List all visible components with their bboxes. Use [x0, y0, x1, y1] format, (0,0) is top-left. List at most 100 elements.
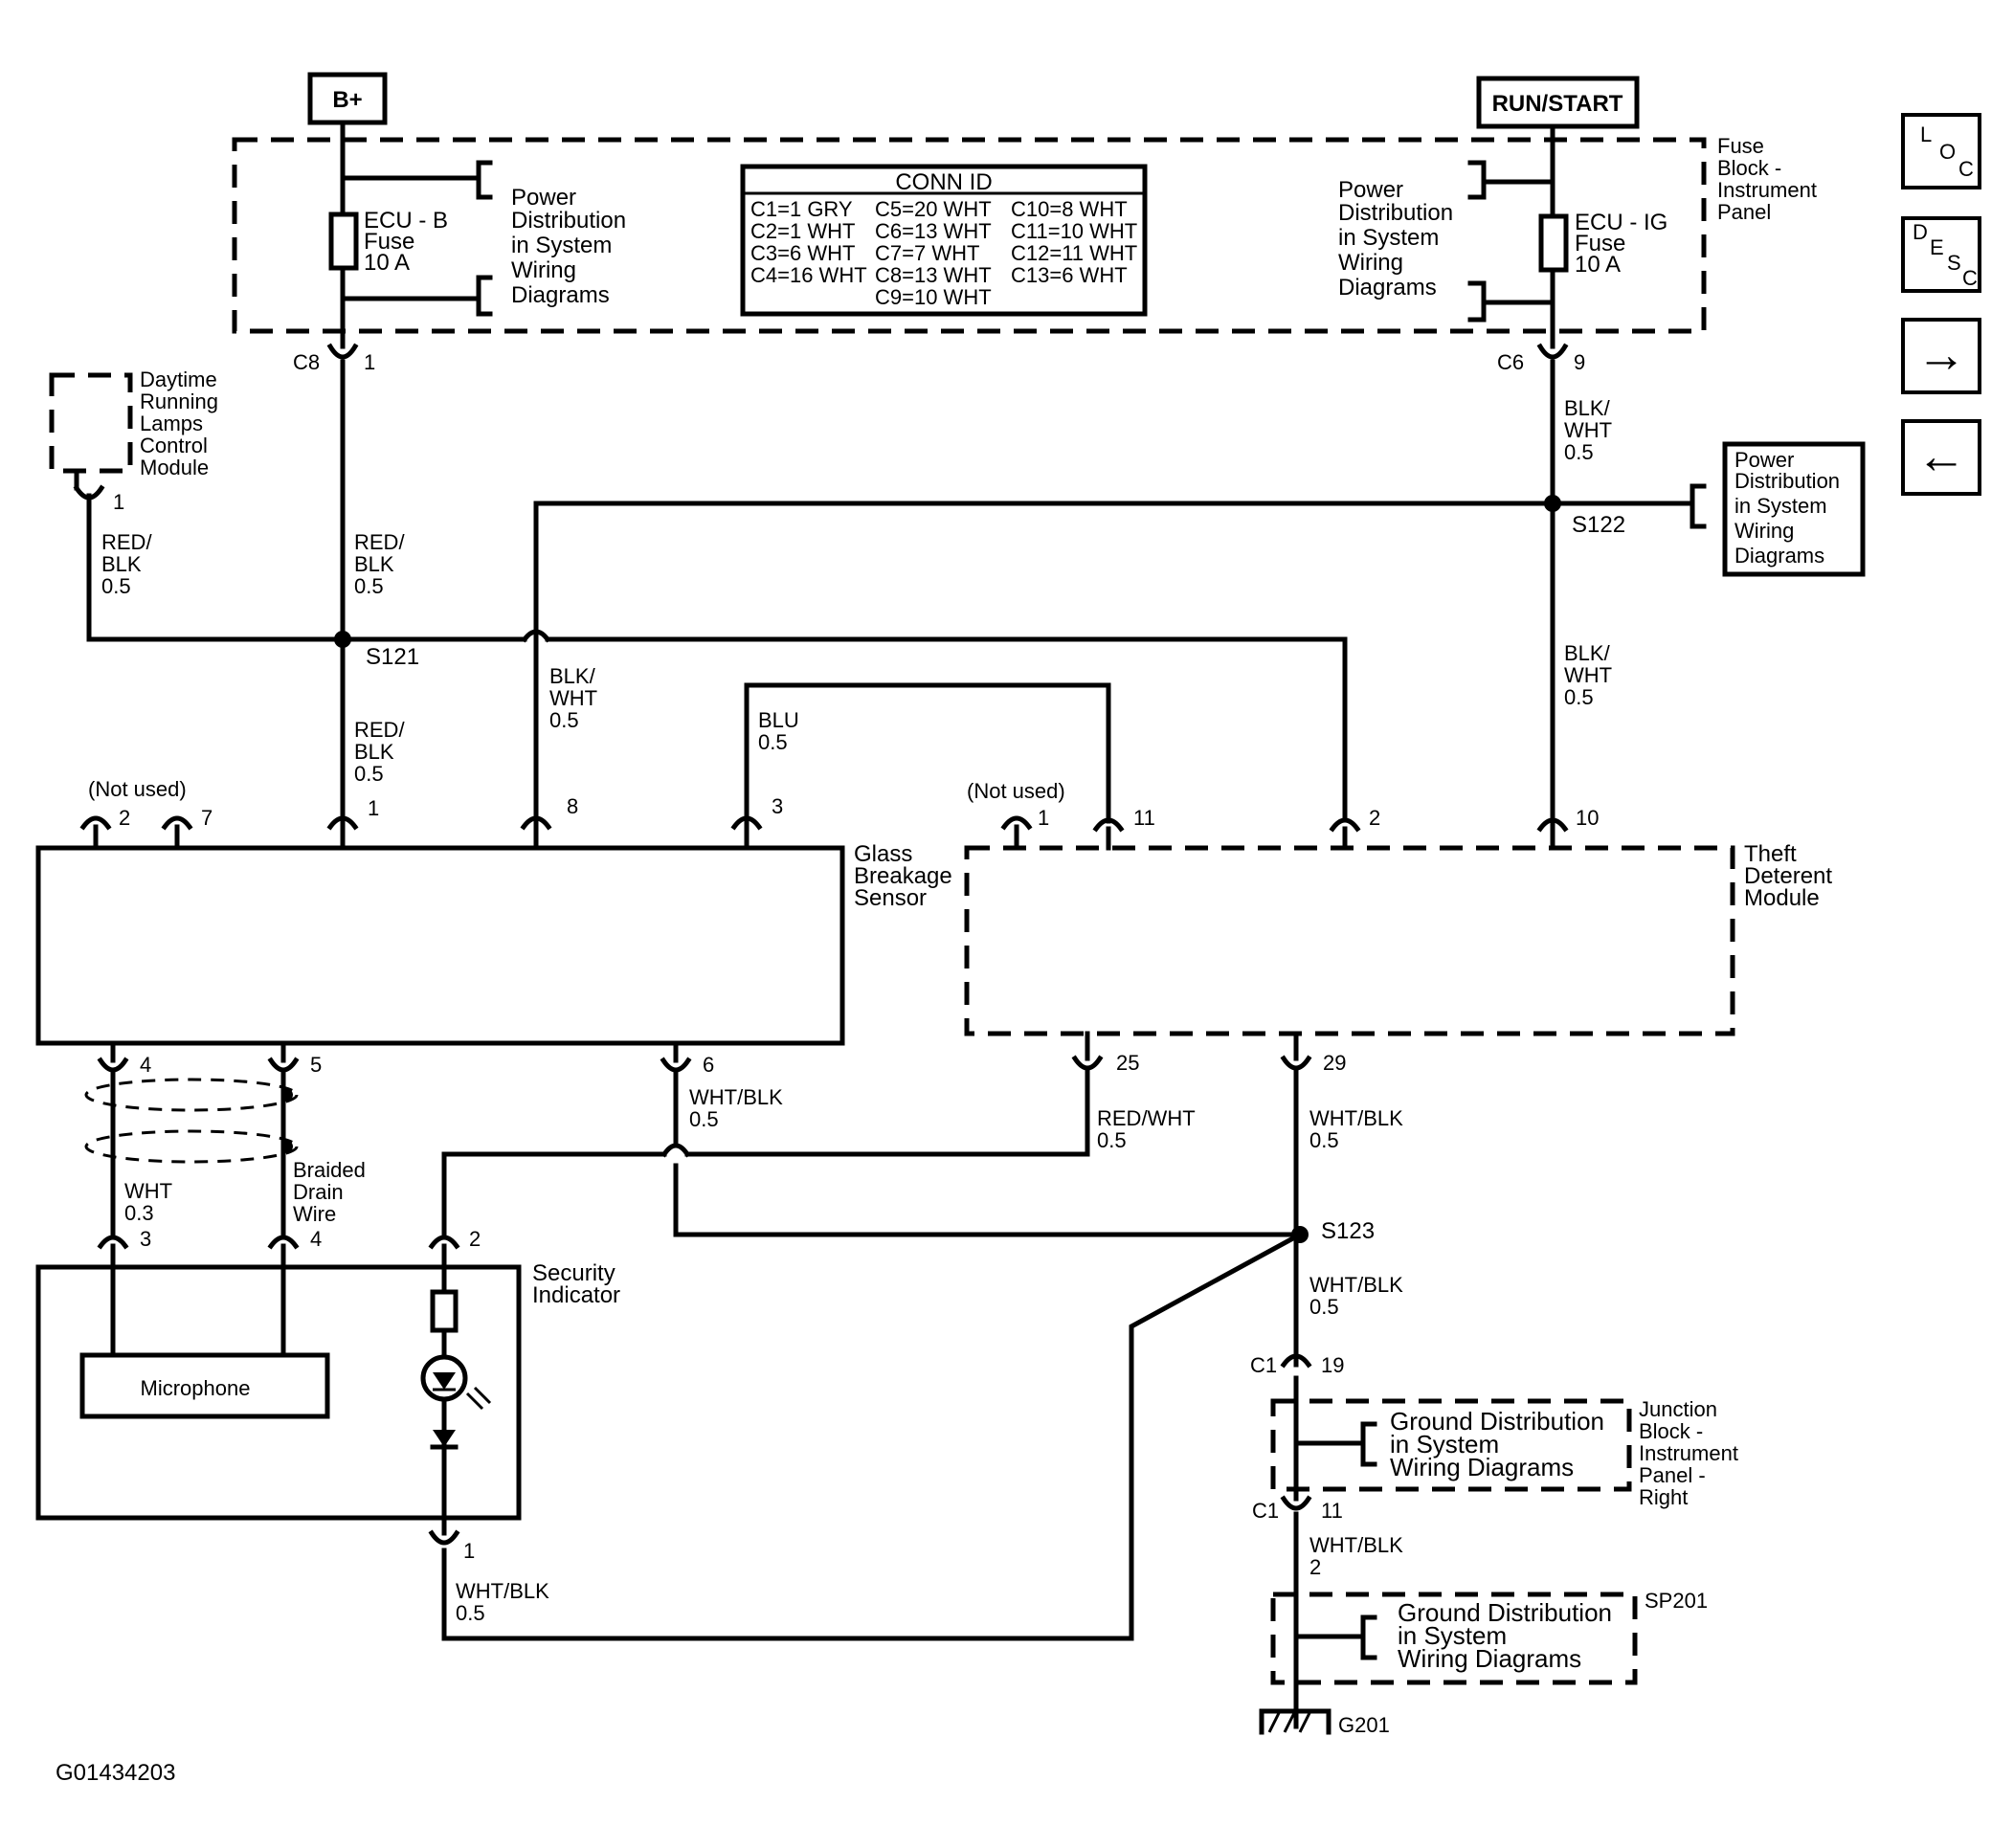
- security-indicator-label: Security Indicator: [532, 1260, 621, 1308]
- tdm-top-pins: [1000, 815, 1569, 851]
- c8-label: C8: [293, 350, 320, 374]
- sp201-enclosure: [1270, 1592, 1638, 1685]
- tdm-pin-11: 11: [1133, 806, 1155, 830]
- power-dist-ref-box-label: Power Distribution in System Wiring Diag…: [1734, 448, 1846, 568]
- tdm-pin-10: 10: [1576, 806, 1599, 830]
- power-dist-ref-box: [1722, 441, 1866, 577]
- wire-label-tdm-pin10: BLK/ WHT 0.5: [1564, 641, 1618, 709]
- tdm-pin-2: 2: [1369, 806, 1380, 830]
- power-dist-ref-right: Power Distribution in System Wiring Diag…: [1338, 177, 1460, 301]
- tdm-not-used-label: (Not used): [967, 779, 1065, 803]
- drl-module-label: Daytime Running Lamps Control Module: [140, 367, 224, 479]
- svg-text:D: D: [1913, 220, 1928, 244]
- power-dist-ref-left: Power Distribution in System Wiring Diag…: [511, 185, 633, 308]
- conn-id-table: [740, 164, 1148, 317]
- c6-label: C6: [1497, 350, 1524, 374]
- conn-id-col1: C1=1 GRY C2=1 WHT C3=6 WHT C4=16 WHT: [750, 197, 867, 287]
- wire-label-si-pin1: WHT/BLK 0.5: [456, 1579, 555, 1625]
- gbs-pin-1: 1: [368, 796, 379, 820]
- diode: [433, 1430, 456, 1447]
- ecu-b-fuse-label: ECU - B Fuse 10 A: [364, 208, 455, 276]
- gbs-pin-4: 4: [140, 1053, 151, 1077]
- wire-label-gbs-pin8: BLK/ WHT 0.5: [549, 664, 603, 732]
- svg-text:C: C: [1958, 157, 1974, 181]
- gbs-pin-7: 7: [201, 806, 213, 830]
- wire-label-tdm-pin25: RED/WHT 0.5: [1097, 1106, 1200, 1152]
- c1-connector-11: [1280, 1495, 1312, 1511]
- wire-label-braided-drain: Braided Drain Wire: [293, 1158, 371, 1226]
- tdm-bottom-pins: [1071, 1031, 1312, 1071]
- wire-label-gbs-pin1: RED/ BLK 0.5: [354, 718, 411, 786]
- mic-pin-3: 3: [140, 1227, 151, 1251]
- gbs-pin-5: 5: [310, 1053, 322, 1077]
- ecu-ig-fuse: [1538, 213, 1569, 273]
- tdm-pin-25: 25: [1116, 1051, 1139, 1075]
- svg-text:O: O: [1939, 140, 1956, 164]
- fuse-block-enclosure: [232, 137, 1707, 334]
- c1-connector-19: [1280, 1353, 1312, 1369]
- gbs-not-used-label: (Not used): [88, 777, 187, 801]
- junction-block-label: Junction Block - Instrument Panel - Righ…: [1639, 1397, 1744, 1509]
- wire-label-c1-down: WHT/BLK 2: [1309, 1533, 1409, 1579]
- arrow-left-icon: ←: [1916, 429, 1966, 484]
- svg-text:E: E: [1930, 235, 1944, 259]
- c6-pin: 9: [1574, 350, 1585, 374]
- figure-id: G01434203: [56, 1760, 175, 1786]
- indicator-resistor: [430, 1289, 459, 1333]
- gbs-pin-6: 6: [703, 1053, 714, 1077]
- microphone-label: Microphone: [141, 1376, 251, 1400]
- shield-loop-1: [84, 1078, 299, 1112]
- c1-label-top: C1: [1250, 1353, 1277, 1377]
- wire-label-s123-down: WHT/BLK 0.5: [1309, 1273, 1409, 1319]
- loc-button[interactable]: L O C: [1901, 113, 1981, 189]
- si-pin-2: 2: [469, 1227, 481, 1251]
- desc-button[interactable]: D E S C: [1901, 216, 1981, 293]
- wire-label-blu: BLU 0.5: [758, 708, 805, 754]
- b-plus-source: [307, 72, 388, 125]
- c8-pin: 1: [364, 350, 375, 374]
- sp201-label: SP201: [1645, 1589, 1708, 1613]
- b-plus-label: B+: [332, 87, 362, 113]
- theft-deterent-module: [964, 845, 1735, 1036]
- wire-label-c6: BLK/ WHT 0.5: [1564, 396, 1618, 464]
- c1-pin-11: 11: [1321, 1499, 1343, 1523]
- junction-block-enclosure: [1270, 1398, 1632, 1492]
- glass-breakage-sensor: [35, 845, 845, 1046]
- theft-deterent-module-label: Theft Deterent Module: [1744, 841, 1839, 911]
- svg-text:S: S: [1947, 251, 1961, 275]
- svg-text:C: C: [1962, 266, 1978, 290]
- c1-pin-19: 19: [1321, 1353, 1344, 1377]
- tdm-pin-29: 29: [1323, 1051, 1346, 1075]
- conn-id-col3: C10=8 WHT C11=10 WHT C12=11 WHT C13=6 WH…: [1011, 197, 1143, 287]
- s122-label: S122: [1572, 512, 1625, 538]
- shield-loop-2: [84, 1129, 299, 1164]
- ground-dist-ref-1: Ground Distribution in System Wiring Dia…: [1390, 1407, 1611, 1481]
- c1-label-bottom: C1: [1252, 1499, 1279, 1523]
- next-button[interactable]: →: [1901, 318, 1981, 394]
- mic-pin-4: 4: [310, 1227, 322, 1251]
- c8-connector: [326, 343, 359, 360]
- prev-button[interactable]: ←: [1901, 419, 1981, 496]
- gbs-pin-8: 8: [567, 794, 578, 818]
- gbs-pin-3: 3: [772, 794, 783, 818]
- s121-label: S121: [366, 644, 419, 670]
- tdm-pin-1: 1: [1038, 806, 1049, 830]
- g201-label: G201: [1338, 1713, 1390, 1737]
- ground-dist-ref-2: Ground Distribution in System Wiring Dia…: [1398, 1598, 1619, 1673]
- si-pin-1: 1: [463, 1539, 475, 1563]
- wire-label-wht: WHT 0.3: [124, 1179, 178, 1225]
- run-start-label: RUN/START: [1492, 91, 1623, 117]
- drl-control-module: [49, 372, 133, 474]
- conn-id-title: CONN ID: [895, 169, 992, 195]
- s123-label: S123: [1321, 1218, 1375, 1244]
- wire-label-gbs-pin6: WHT/BLK 0.5: [689, 1085, 789, 1131]
- run-start-source: [1476, 76, 1640, 129]
- drl-pin: 1: [113, 490, 124, 514]
- wire-label-tdm-pin29: WHT/BLK 0.5: [1309, 1106, 1409, 1152]
- arrow-right-icon: →: [1916, 327, 1966, 383]
- wire-label-c8: RED/ BLK 0.5: [354, 530, 411, 598]
- splice-s122: [1544, 495, 1561, 512]
- microphone: [79, 1352, 330, 1419]
- wire-label-drl: RED/ BLK 0.5: [101, 530, 158, 598]
